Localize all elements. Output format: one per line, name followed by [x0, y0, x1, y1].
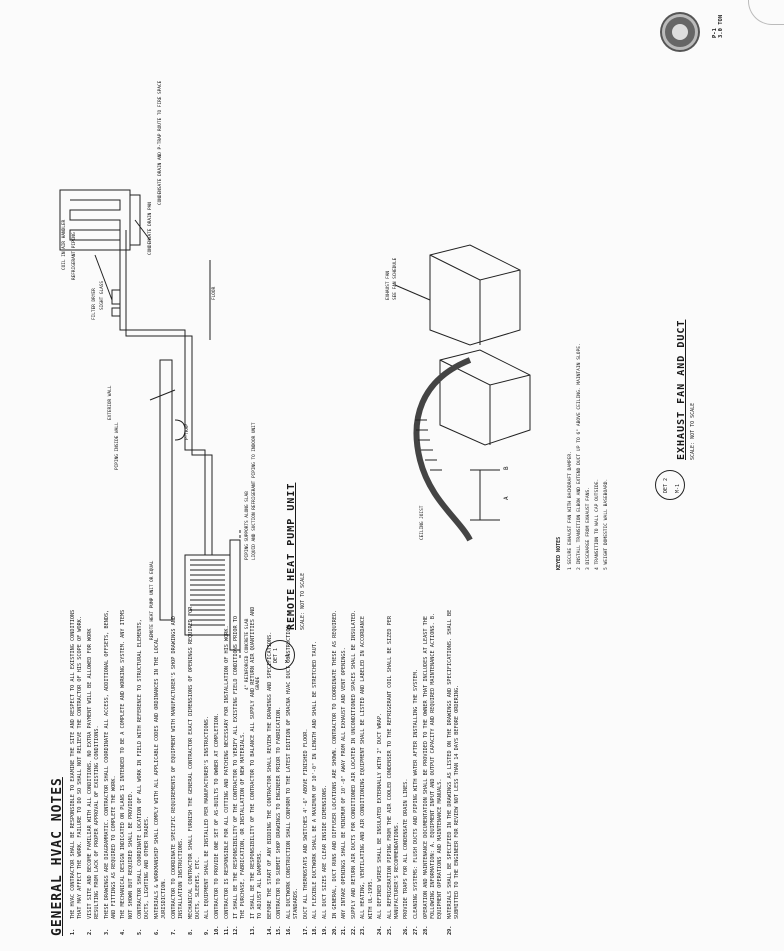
- detail-2-bubble: DET 2 M-1: [655, 470, 685, 500]
- label-concrete-slab: 4" REINFORCED CONCRETE SLAB: [245, 618, 250, 690]
- detail-2-bubble-top: DET 2: [663, 477, 669, 493]
- exhaust-fan-box-2-top: [439, 359, 531, 386]
- label-piping-supports: PIPING SUPPORTS ALONG SLAB: [245, 491, 250, 560]
- label-floor: FLOOR: [212, 286, 217, 300]
- label-sight-glass: SIGHT GLASS: [100, 280, 105, 310]
- keyed-note: 4 TRANSITION TO WALL CAP OUTSIDE.: [595, 478, 600, 570]
- label-dim-b: B: [503, 466, 510, 470]
- label-p-trap: P-TRAP: [185, 424, 190, 440]
- exhaust-fan-housing: [429, 244, 521, 346]
- concrete-slab: [229, 539, 241, 651]
- exhaust-fan-top: [429, 254, 521, 281]
- flex-duct: [413, 357, 473, 542]
- label-piping-inside-wall: PIPING INSIDE WALL: [115, 422, 120, 470]
- detail-2-legend-title: KEYED NOTES: [556, 536, 562, 570]
- detail-2-bubble-bottom: M-1: [675, 483, 681, 493]
- label-grade: GRADE: [256, 676, 261, 690]
- suction-line: [125, 230, 213, 555]
- detail-1-bubble-top: DET 1: [273, 647, 279, 663]
- label-ceiling-joist: CEILING JOIST: [420, 505, 425, 540]
- detail-2-scale: SCALE: NOT TO SCALE: [690, 402, 696, 460]
- label-exterior-wall: EXTERIOR WALL: [108, 385, 113, 420]
- filter-dryer: [111, 289, 121, 305]
- detail-1-bubble-bottom: M-1: [285, 653, 291, 663]
- flex-duct-rings: [415, 419, 442, 471]
- p-trap: [174, 419, 186, 441]
- engineer-seal-icon: [662, 14, 698, 50]
- keyed-note: 1 SECURE EXHAUST FAN WITH BACKDRAFT DAMP…: [568, 451, 573, 570]
- seal-center: [672, 24, 688, 40]
- keyed-note: 2 INSTALL TRANSITION ELBOW AND EXTEND DU…: [577, 343, 582, 570]
- detail-1-bubble: DET 1 M-1: [265, 640, 295, 670]
- label-refrigerant-piping: REFRIGERANT PIPING: [72, 232, 77, 280]
- sight-glass: [111, 307, 121, 317]
- detail-1-scale: SCALE: NOT TO SCALE: [300, 572, 306, 630]
- detail-2-legend: 1 SECURE EXHAUST FAN WITH BACKDRAFT DAMP…: [566, 340, 611, 570]
- exhaust-fan-box-2: [439, 349, 531, 446]
- label-remote-unit: REMOTE HEAT PUMP UNIT OR EQUAL: [150, 560, 155, 640]
- condensate-drain-pan: [129, 194, 141, 246]
- keyed-note: 5 WEIGHT DOMESTIC WALL BASEBOARD.: [604, 478, 609, 570]
- label-filter-dryer: FILTER DRYER: [92, 288, 97, 320]
- label-see-fan-schedule: SEE FAN SCHEDULE: [393, 257, 398, 300]
- coil-serpentine: [69, 199, 121, 241]
- exterior-wall: [159, 359, 173, 621]
- label-condensate-drain: CONDENSATE DRAIN AND P-TRAP ROUTE TO FIR…: [158, 80, 163, 205]
- label-dim-a: A: [503, 496, 510, 500]
- detail-2-title: EXHAUST FAN AND DUCT: [676, 319, 687, 460]
- detail-1-title: REMOTE HEAT PUMP UNIT: [286, 482, 297, 630]
- label-exhaust-fan: EXHAUST FAN: [386, 270, 391, 300]
- label-liquid-suction: LIQUID AND SUCTION REFRIGERANT PIPING TO…: [252, 422, 257, 560]
- remote-unit-fins: [190, 559, 225, 626]
- label-air-handler: COIL IN AIR HANDLER: [62, 219, 67, 270]
- label-condensate-drain-pan: CONDENSATE DRAIN PAN: [148, 202, 153, 255]
- keyed-note: 3 DISCHARGE FROM EXHAUST FANS.: [586, 487, 591, 570]
